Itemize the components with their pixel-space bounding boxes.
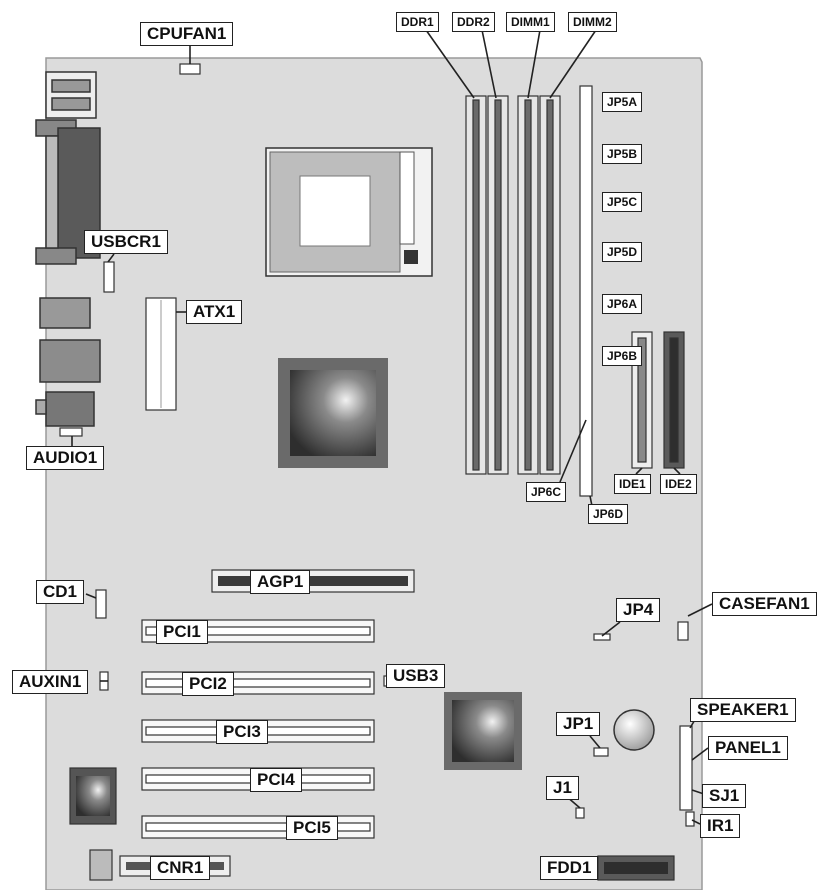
cpufan1-header: [179, 63, 201, 75]
fdd1-connector: [597, 855, 675, 881]
label-auxin1: AUXIN1: [12, 670, 89, 694]
label-pci1: PCI1: [156, 620, 208, 644]
northbridge-chip: [278, 358, 388, 468]
label-cpufan1: CPUFAN1: [140, 22, 234, 46]
usbcr1-header: [103, 261, 115, 293]
label-j1: J1: [546, 776, 579, 800]
back-panel-connectors: [35, 71, 101, 427]
label-atx1: ATX1: [186, 300, 243, 324]
audio1-header: [59, 427, 83, 437]
label-dimm2: DIMM2: [568, 12, 617, 32]
label-ir1: IR1: [700, 814, 741, 838]
label-jp5c: JP5C: [602, 192, 643, 212]
label-pci4: PCI4: [250, 768, 302, 792]
agp1-slot: [211, 569, 415, 593]
label-dimm1: DIMM1: [506, 12, 555, 32]
label-agp1: AGP1: [250, 570, 311, 594]
memory-slots: [465, 95, 561, 475]
label-jp5b: JP5B: [602, 144, 643, 164]
label-jp5a: JP5A: [602, 92, 643, 112]
ir1-header: [685, 811, 695, 827]
label-jp5d: JP5D: [602, 242, 643, 262]
cpu-socket: [265, 147, 433, 277]
label-audio1: AUDIO1: [26, 446, 105, 470]
label-speaker1: SPEAKER1: [690, 698, 796, 722]
label-usb3: USB3: [386, 664, 446, 688]
jp1-jumper: [593, 747, 609, 757]
southbridge-chip: [444, 692, 522, 770]
label-fdd1: FDD1: [540, 856, 599, 880]
label-jp6c: JP6C: [526, 482, 567, 502]
label-ddr1: DDR1: [396, 12, 439, 32]
label-jp4: JP4: [616, 598, 661, 622]
label-cd1: CD1: [36, 580, 85, 604]
label-jp1: JP1: [556, 712, 601, 736]
label-jp6b: JP6B: [602, 346, 643, 366]
cd1-header: [95, 589, 107, 619]
cmos-battery: [613, 709, 655, 751]
label-jp6a: JP6A: [602, 294, 643, 314]
label-ide2: IDE2: [660, 474, 697, 494]
label-cnr1: CNR1: [150, 856, 211, 880]
label-pci5: PCI5: [286, 816, 338, 840]
label-pci3: PCI3: [216, 720, 268, 744]
casefan1-header: [677, 621, 689, 641]
label-casefan1: CASEFAN1: [712, 592, 817, 616]
audio-chip-top: [76, 776, 110, 816]
front-panel-headers: [679, 725, 693, 811]
jp4-jumper: [593, 633, 611, 641]
label-sj1: SJ1: [702, 784, 747, 808]
label-panel1: PANEL1: [708, 736, 788, 760]
label-pci2: PCI2: [182, 672, 234, 696]
label-ddr2: DDR2: [452, 12, 495, 32]
atx1-connector: [145, 297, 177, 411]
ide-connectors: [631, 331, 685, 469]
label-usbcr1: USBCR1: [84, 230, 168, 254]
j1-jumper: [575, 807, 585, 819]
jp5-jp6-header-strip: [579, 85, 593, 497]
label-ide1: IDE1: [614, 474, 651, 494]
label-jp6d: JP6D: [588, 504, 629, 524]
